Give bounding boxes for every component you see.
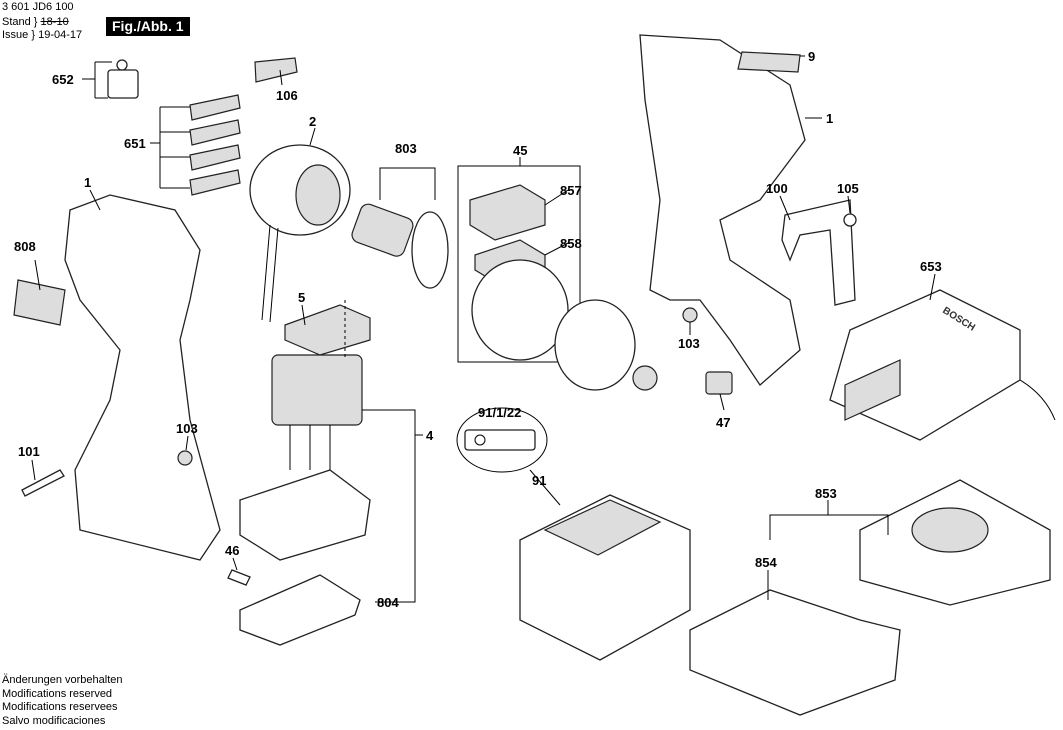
callout-653: 653 <box>920 259 942 274</box>
part-105-screw <box>843 213 857 227</box>
part-number: 3 601 JD6 100 <box>2 1 74 13</box>
callout-labels: 652 106 651 2 803 45 857 858 9 1 1 100 1… <box>14 49 942 610</box>
issue-value: 19-04-17 <box>38 29 83 41</box>
leader-lines <box>31 55 936 603</box>
note-en: Modifications reserved <box>2 687 113 700</box>
callout-9: 9 <box>808 49 815 64</box>
part-101-screw <box>21 469 65 497</box>
part-853-wireless-charger <box>859 479 1051 606</box>
part-653-charger: BOSCH <box>829 289 1056 441</box>
callout-652: 652 <box>52 72 74 87</box>
part-5-switch-slide <box>284 304 371 356</box>
callout-803: 803 <box>395 141 417 156</box>
part-803-armature <box>351 203 449 289</box>
stand-label: Stand <box>2 16 31 28</box>
part-4-switch <box>239 354 371 561</box>
note-es: Salvo modificaciones <box>2 714 106 727</box>
stand-row: Stand } 18-10 <box>2 16 69 28</box>
part-9-label <box>737 51 801 73</box>
stand-value: 18-10 <box>40 16 69 28</box>
callout-103-right: 103 <box>678 336 700 351</box>
part-47 <box>705 371 733 395</box>
callout-106: 106 <box>276 88 298 103</box>
part-46-spring <box>227 569 251 586</box>
part-103-nut <box>682 307 698 323</box>
part-651 <box>189 94 241 196</box>
note-fr: Modifications reservees <box>2 701 118 713</box>
part-45-gearbox-chuck <box>457 165 658 391</box>
part-106 <box>254 57 298 83</box>
callout-858: 858 <box>560 236 582 251</box>
part-804-board <box>239 574 361 646</box>
part-652 <box>107 69 139 99</box>
callout-1-right: 1 <box>826 111 833 126</box>
part-652-screw <box>116 59 128 71</box>
callout-651: 651 <box>124 136 146 151</box>
callout-101: 101 <box>18 444 40 459</box>
callout-45: 45 <box>513 143 527 158</box>
callout-103-left: 103 <box>176 421 198 436</box>
part-91-battery <box>519 494 691 661</box>
part-854-adapter <box>689 589 901 716</box>
part-1-housing-right <box>639 34 806 386</box>
part-100-clip <box>781 199 856 306</box>
callout-91: 91 <box>532 473 546 488</box>
callout-1-left: 1 <box>84 175 91 190</box>
callout-857: 857 <box>560 183 582 198</box>
issue-row: Issue } 19-04-17 <box>2 29 83 41</box>
figure-label: Fig./Abb. 1 <box>106 17 190 36</box>
callout-47: 47 <box>716 415 730 430</box>
note-de: Änderungen vorbehalten <box>2 674 123 686</box>
part-91-1-22-detail-balloon <box>456 407 561 506</box>
callout-804: 804 <box>377 595 399 610</box>
callout-91-1-22: 91/1/22 <box>478 405 521 420</box>
part-808-label <box>13 279 66 326</box>
modification-notes: Änderungen vorbehalten Modifications res… <box>2 674 122 728</box>
callout-100: 100 <box>766 181 788 196</box>
callout-46: 46 <box>225 543 239 558</box>
callout-105: 105 <box>837 181 859 196</box>
callout-808: 808 <box>14 239 36 254</box>
callout-853: 853 <box>815 486 837 501</box>
part-1-housing-left <box>64 194 221 561</box>
part-shapes: BOSCH <box>13 34 1056 716</box>
callout-854: 854 <box>755 555 777 570</box>
part-103-nut-left <box>177 450 193 466</box>
issue-label: Issue <box>2 29 29 41</box>
callout-5: 5 <box>298 290 305 305</box>
part-2-stator <box>249 144 351 323</box>
callout-4: 4 <box>426 428 434 443</box>
callout-2: 2 <box>309 114 316 129</box>
